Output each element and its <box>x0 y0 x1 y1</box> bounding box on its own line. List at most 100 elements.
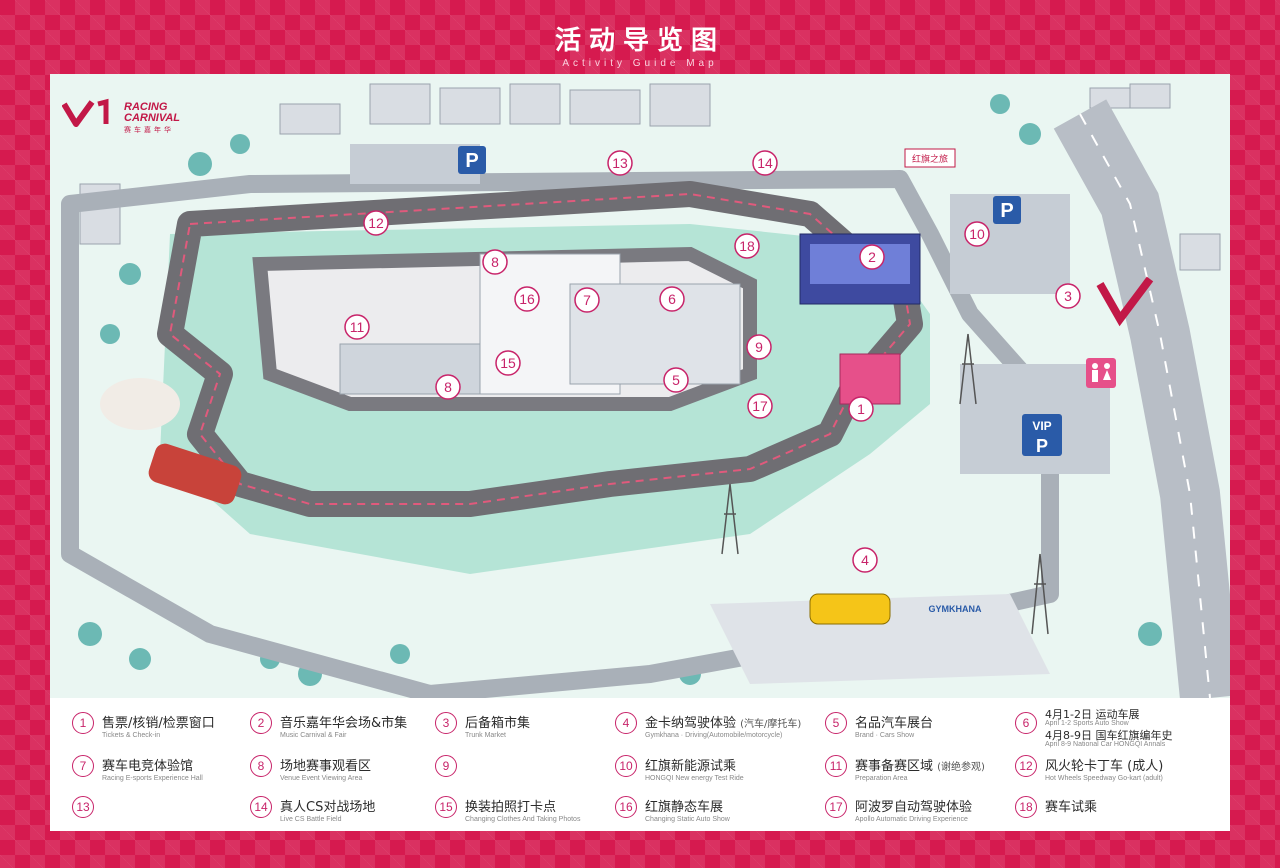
legend-subtitle: Racing E-sports Experience Hall <box>102 775 203 782</box>
legend-title-note: (汽车/摩托车) <box>740 719 802 730</box>
legend-subtitle: Live CS Battle Field <box>280 816 342 823</box>
map-marker-9: 9 <box>746 334 772 360</box>
legend-title: 名品汽车展台 <box>855 716 934 731</box>
hongqi-tour-sign: 红旗之旅 <box>904 148 956 168</box>
legend-title: 红旗静态车展 <box>645 800 724 815</box>
legend-number-badge: 8 <box>250 755 272 777</box>
legend-subtitle: Venue Event Viewing Area <box>280 775 363 782</box>
legend-number-badge: 15 <box>435 796 457 818</box>
svg-text:P: P <box>1036 436 1048 456</box>
racing-carnival-logo-icon <box>62 98 109 127</box>
svg-text:P: P <box>1000 200 1013 222</box>
map-marker-7: 7 <box>574 287 600 313</box>
legend-title: 赛车电竞体验馆 <box>102 759 194 774</box>
legend-number-badge: 3 <box>435 712 457 734</box>
legend-number-badge: 14 <box>250 796 272 818</box>
legend-title: 售票/核销/检票窗口 <box>102 716 215 731</box>
legend-subtitle-2: April 8-9 National Car HONGQI Annals <box>1045 741 1166 748</box>
parking-sign-icon: P <box>993 196 1021 224</box>
svg-text:14: 14 <box>757 155 773 171</box>
highway-lane <box>1079 113 1211 698</box>
legend-number-badge: 11 <box>825 755 847 777</box>
map-marker-15: 15 <box>495 350 521 376</box>
svg-text:13: 13 <box>612 155 628 171</box>
legend-number-badge: 18 <box>1015 796 1037 818</box>
svg-text:1: 1 <box>857 401 865 417</box>
map-marker-12: 12 <box>363 210 389 236</box>
svg-text:5: 5 <box>672 372 680 388</box>
legend-title: 后备箱市集 <box>465 716 531 731</box>
legend-number-badge: 7 <box>72 755 94 777</box>
map-marker-16: 16 <box>514 286 540 312</box>
svg-text:红旗之旅: 红旗之旅 <box>912 153 948 165</box>
legend-title: 音乐嘉年华会场&市集 <box>280 716 408 731</box>
svg-text:3: 3 <box>1064 288 1072 304</box>
map-marker-10: 10 <box>964 221 990 247</box>
legend-title: 场地赛事观看区 <box>280 759 372 774</box>
map-marker-1: 1 <box>848 396 874 422</box>
map-marker-8: 8 <box>482 249 508 275</box>
svg-text:6: 6 <box>668 291 676 307</box>
legend-number-badge: 17 <box>825 796 847 818</box>
map-marker-4: 4 <box>852 547 878 573</box>
drift-car <box>100 378 242 505</box>
brand-mark-icon <box>1096 276 1154 327</box>
svg-text:7: 7 <box>583 292 591 308</box>
legend-subtitle: HONGQI New energy Test Ride <box>645 775 744 782</box>
legend-subtitle: Hot Wheels Speedway Go-kart (adult) <box>1045 775 1163 782</box>
legend-number-badge: 4 <box>615 712 637 734</box>
map-marker-6: 6 <box>659 286 685 312</box>
legend-number-badge: 16 <box>615 796 637 818</box>
pylon-towers <box>721 333 1049 635</box>
map-marker-8: 8 <box>435 374 461 400</box>
venue-map: P P VIP P 红旗之旅 <box>50 74 1230 698</box>
ticket-booth <box>839 353 901 405</box>
svg-text:P: P <box>465 150 478 172</box>
legend-title: 红旗新能源试乘 <box>645 759 737 774</box>
logo-subtext: 赛车嘉年华 <box>124 126 174 134</box>
legend-subtitle: Tickets & Check-in <box>102 732 161 739</box>
legend-title-note: (谢绝参观) <box>937 762 985 773</box>
legend-title-2: 4月8-9日 国车红旗编年史 <box>1045 729 1173 742</box>
map-marker-14: 14 <box>752 150 778 176</box>
legend-subtitle: Apollo Automatic Driving Experience <box>855 816 968 823</box>
legend-subtitle: Music Carnival & Fair <box>280 732 347 739</box>
page-title: 活动导览图 <box>554 26 725 56</box>
svg-text:16: 16 <box>519 291 535 307</box>
legend-title: 风火轮卡丁车 (成人) <box>1045 759 1164 774</box>
legend-title: 赛事备赛区域 (谢绝参观) <box>855 759 985 774</box>
legend-subtitle: Changing Static Auto Show <box>645 816 730 823</box>
legend-title: 赛车试乘 <box>1045 800 1098 815</box>
legend-number-badge: 2 <box>250 712 272 734</box>
svg-text:11: 11 <box>350 319 365 335</box>
legend-number-badge: 6 <box>1015 712 1037 734</box>
legend-title: 4月1-2日 运动车展 <box>1045 708 1140 721</box>
svg-text:9: 9 <box>755 339 763 355</box>
legend-subtitle: Brand · Cars Show <box>855 732 915 739</box>
svg-text:8: 8 <box>491 254 499 270</box>
svg-text:VIP: VIP <box>1032 419 1051 433</box>
legend-subtitle: April 1-2 Sports Auto Show <box>1045 720 1129 727</box>
legend-number-badge: 9 <box>435 755 457 777</box>
svg-text:15: 15 <box>500 355 516 371</box>
legend-title: 真人CS对战场地 <box>280 800 376 815</box>
restroom-icon <box>1086 358 1116 388</box>
legend-number-badge: 13 <box>72 796 94 818</box>
legend-subtitle: Gymkhana · Driving(Automobile/motorcycle… <box>645 732 783 739</box>
map-marker-3: 3 <box>1055 283 1081 309</box>
map-marker-2: 2 <box>859 244 885 270</box>
music-stage <box>799 233 921 305</box>
map-illustration: P P VIP P 红旗之旅 <box>50 74 1230 698</box>
page-subtitle: Activity Guide Map <box>562 58 718 69</box>
legend-number-badge: 10 <box>615 755 637 777</box>
svg-text:8: 8 <box>444 379 452 395</box>
legend-number-badge: 1 <box>72 712 94 734</box>
legend-number-badge: 12 <box>1015 755 1037 777</box>
legend-title: 阿波罗自动驾驶体验 <box>855 800 973 815</box>
svg-text:4: 4 <box>861 552 869 568</box>
map-marker-18: 18 <box>734 233 760 259</box>
gymkhana-area: GYMKHANA <box>710 593 1050 684</box>
svg-text:17: 17 <box>752 398 768 414</box>
